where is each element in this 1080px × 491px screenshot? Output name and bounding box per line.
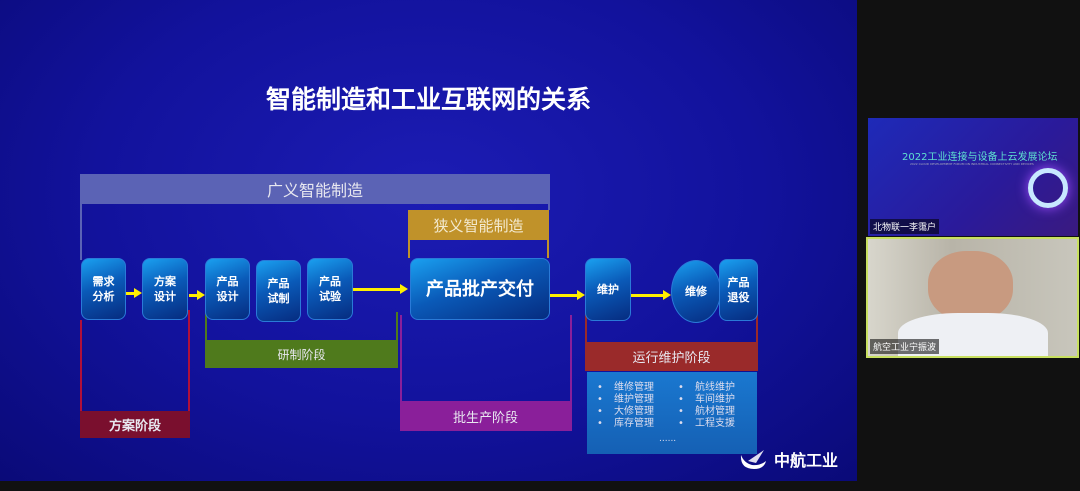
divider xyxy=(570,315,572,431)
divider xyxy=(80,320,82,438)
list-item: 库存管理 xyxy=(597,418,654,430)
phase-batch-production: 批生产阶段 xyxy=(400,401,571,431)
list-item: 车间维护 xyxy=(678,394,735,406)
arrow-icon xyxy=(189,290,205,300)
arrow-icon xyxy=(631,290,671,300)
video-tile-speaker[interactable]: 航空工业宁振波 xyxy=(866,237,1079,358)
video-tile-forum[interactable]: 2022工业连接与设备上云发展论坛 2022 CLOUD DEVELOPMENT… xyxy=(868,118,1078,236)
divider xyxy=(408,240,410,258)
phase-operation-maintenance: 运行维护阶段 xyxy=(585,342,758,371)
divider xyxy=(188,310,190,438)
speaker-video xyxy=(928,251,1013,321)
divider xyxy=(756,280,758,370)
shared-slide: 智能制造和工业互联网的关系 广义智能制造 狭义智能制造 需求 分析 方案 设计 … xyxy=(0,0,857,481)
step-batch-delivery: 产品批产交付 xyxy=(410,258,550,320)
divider xyxy=(400,315,402,431)
divider xyxy=(80,204,82,260)
list-item: 大修管理 xyxy=(597,406,654,418)
step-requirements-analysis: 需求 分析 xyxy=(81,258,126,320)
arrow-icon xyxy=(126,288,142,298)
forum-subtitle: 2022 CLOUD DEVELOPMENT FORUM ON INDUSTRI… xyxy=(910,162,1034,166)
broad-intelligent-manufacturing-bar: 广义智能制造 xyxy=(80,174,550,204)
list-item: 航线维护 xyxy=(678,382,735,394)
phase-scheme: 方案阶段 xyxy=(80,411,190,438)
ellipsis: ...... xyxy=(659,434,677,444)
step-maintenance: 维护 xyxy=(585,258,631,321)
forum-title: 2022工业连接与设备上云发展论坛 xyxy=(902,152,1058,163)
list-item: 工程支援 xyxy=(678,418,735,430)
step-product-design: 产品 设计 xyxy=(205,258,250,320)
step-product-test: 产品 试验 xyxy=(307,258,353,320)
divider xyxy=(547,240,549,258)
participant-name: 北物联一李霭户 xyxy=(870,219,940,234)
avic-logo-text: 中航工业 xyxy=(774,451,839,470)
list-item: 维修管理 xyxy=(597,382,654,394)
participant-name: 航空工业宁振波 xyxy=(870,339,940,354)
arrow-icon xyxy=(353,284,408,294)
narrow-intelligent-manufacturing-bar: 狭义智能制造 xyxy=(408,210,549,240)
avic-logo-icon xyxy=(740,450,766,469)
forum-graphic xyxy=(1028,168,1068,208)
divider xyxy=(585,280,587,370)
step-retirement: 产品 退役 xyxy=(719,259,758,321)
list-item: 航材管理 xyxy=(678,406,735,418)
step-repair: 维修 xyxy=(671,260,721,323)
slide-title: 智能制造和工业互联网的关系 xyxy=(265,85,591,114)
phase-rd: 研制阶段 xyxy=(205,340,398,368)
list-item: 维护管理 xyxy=(597,394,654,406)
avic-logo: 中航工业 xyxy=(738,447,838,471)
step-product-trial: 产品 试制 xyxy=(256,260,301,322)
ops-task-list: 维修管理 维护管理 大修管理 库存管理 航线维护 车间维护 航材管理 工程支援 … xyxy=(587,372,757,454)
step-scheme-design: 方案 设计 xyxy=(142,258,188,320)
divider xyxy=(548,204,550,210)
arrow-icon xyxy=(550,290,585,300)
